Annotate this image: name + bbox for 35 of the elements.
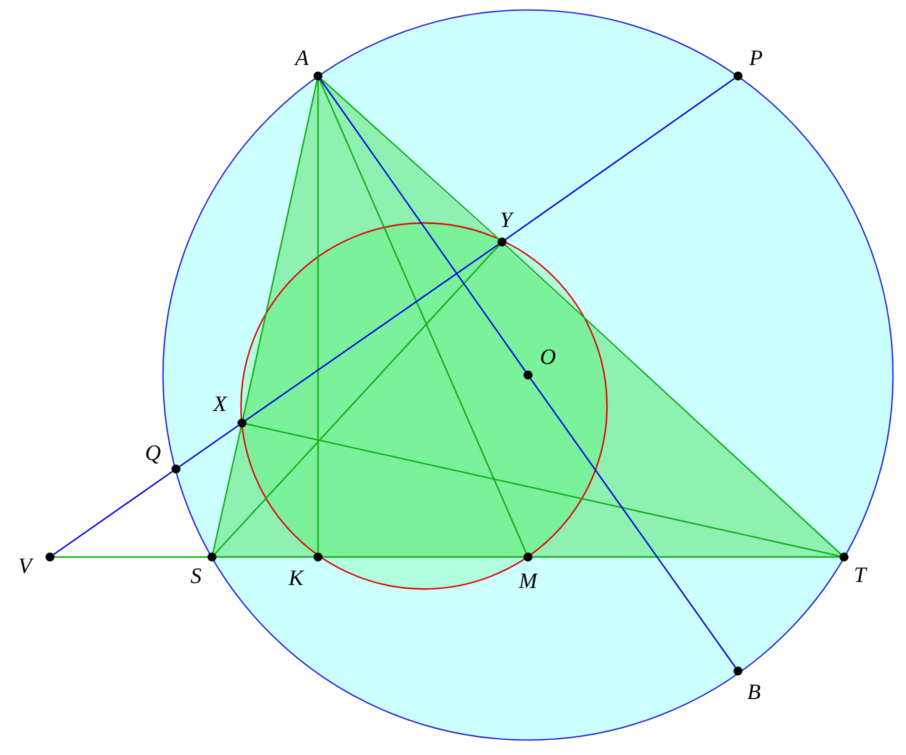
point-label: Y (500, 209, 512, 231)
point-label: A (295, 47, 309, 69)
line-segment (245, 244, 499, 421)
point-label: B (747, 681, 761, 703)
line-segment (530, 378, 736, 668)
point-label: O (540, 346, 556, 368)
point-dot (208, 552, 216, 562)
point-label: Q (145, 442, 161, 464)
line-segment (322, 556, 524, 558)
line-segment (214, 244, 500, 554)
point-dot (314, 72, 322, 80)
point-label: X (213, 393, 227, 415)
point-label: M (518, 570, 538, 592)
line-segment (216, 556, 314, 558)
line-segment (317, 80, 319, 552)
point-dot (734, 72, 742, 80)
line-segment (242, 80, 318, 419)
point-label: K (288, 567, 304, 589)
line-segment (505, 78, 735, 240)
line-segment (212, 427, 242, 553)
line-segment (54, 556, 208, 558)
line-segment (53, 471, 173, 555)
point-dot (172, 464, 180, 474)
point-dot (46, 552, 54, 562)
point-label: T (854, 564, 866, 586)
line-segment (320, 79, 526, 372)
line-segment (532, 556, 840, 558)
point-label: V (18, 555, 32, 577)
point-label: S (190, 565, 202, 587)
line-segment (319, 80, 527, 554)
line-segment (179, 425, 239, 467)
line-segment (246, 423, 840, 557)
point-label: P (749, 47, 763, 69)
line-segment (504, 244, 842, 554)
line-segment (320, 78, 500, 240)
